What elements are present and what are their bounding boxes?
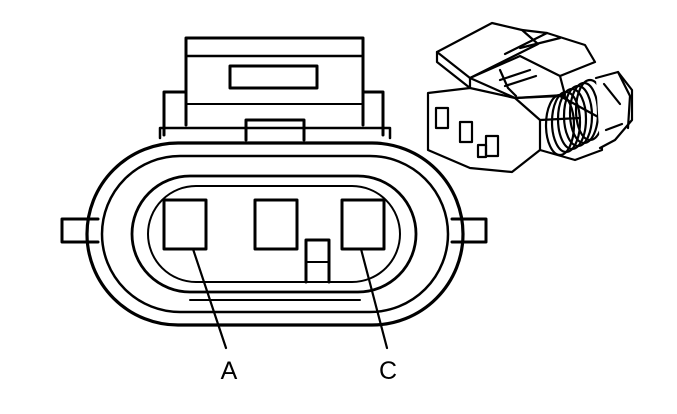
- connector-front-view: [60, 36, 488, 327]
- terminal-cavity-b: [253, 198, 299, 251]
- leader-line-c: [359, 247, 389, 350]
- iso-front-face: [426, 86, 542, 174]
- connector-isometric-view: [426, 21, 634, 174]
- callout-label-c: C: [379, 357, 397, 385]
- side-ear-left: [60, 217, 100, 244]
- leader-line-a: [191, 247, 228, 350]
- connector-housing-ring: [100, 154, 450, 314]
- iso-rear-cap: [594, 70, 634, 150]
- terminal-cavity-c: [340, 198, 386, 251]
- iso-cavity-2: [458, 120, 474, 144]
- side-ear-right: [450, 217, 488, 244]
- connector-face-recess: [147, 185, 401, 283]
- iso-latch: [435, 21, 597, 100]
- iso-cavity-1: [434, 106, 450, 130]
- connector-outer-housing: [85, 141, 465, 327]
- callout-leaders: [191, 247, 389, 350]
- locking-tab: [158, 36, 392, 142]
- terminal-cavity-a: [162, 198, 208, 251]
- connector-inner-face: [130, 174, 418, 294]
- callout-label-a: A: [221, 357, 238, 385]
- iso-key: [476, 143, 488, 159]
- iso-ribbed-seal: [544, 78, 606, 157]
